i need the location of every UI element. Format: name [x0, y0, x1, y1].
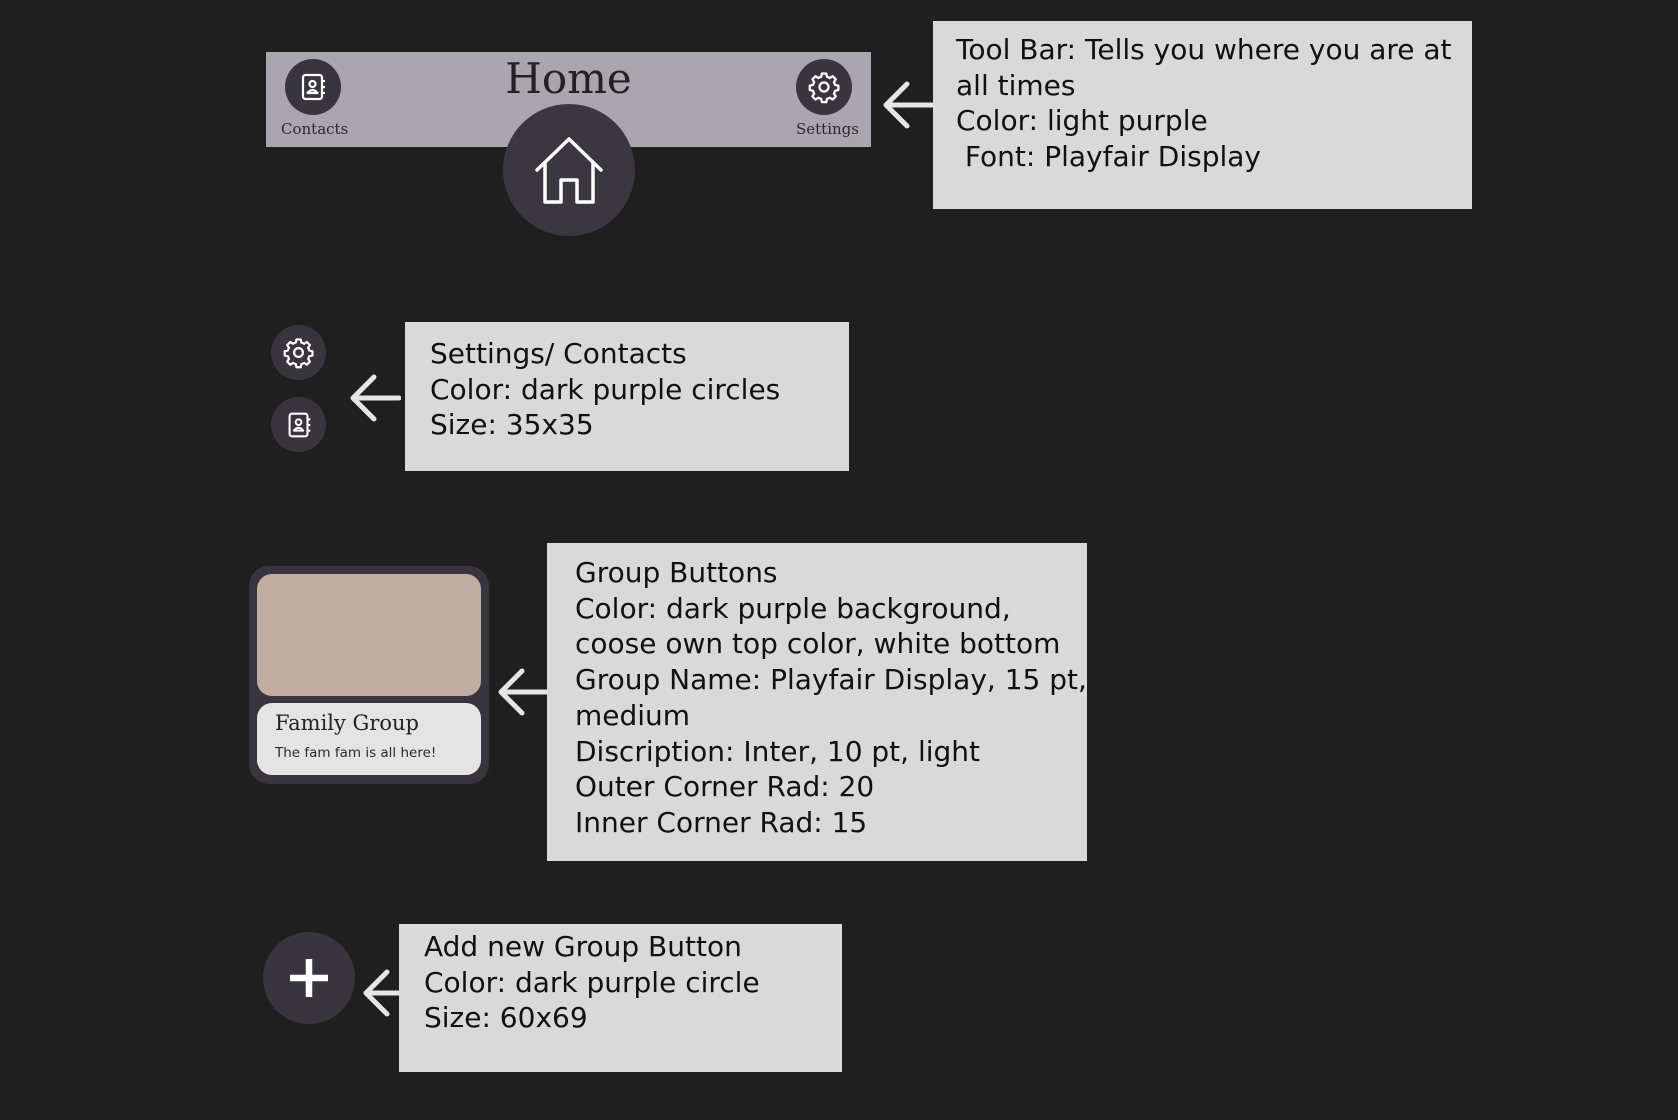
- note-line: Tool Bar: Tells you where you are at: [956, 33, 1452, 66]
- plus-icon: [290, 959, 328, 997]
- note-line: Group Name: Playfair Display, 15 pt,: [575, 663, 1087, 697]
- note-line: Color: dark purple background,: [575, 591, 1011, 625]
- note-line: Size: 35x35: [430, 408, 594, 442]
- note-line: medium: [575, 698, 691, 732]
- note-line: Discription: Inter, 10 pt, light: [575, 734, 981, 768]
- contacts-circle[interactable]: [285, 59, 341, 115]
- contacts-example-button[interactable]: [271, 397, 326, 452]
- gear-icon: [808, 72, 840, 104]
- group-info: Family Group The fam fam is all here!: [257, 703, 481, 775]
- arrow-left-icon: [497, 667, 549, 717]
- settings-contacts-note: Settings/ Contacts Color: dark purple ci…: [405, 322, 849, 471]
- note-line: Settings/ Contacts: [430, 337, 687, 370]
- contact-book-icon: [301, 73, 325, 101]
- home-icon: [535, 137, 603, 204]
- toolbar-title: Home: [505, 54, 632, 103]
- settings-label: Settings: [796, 120, 859, 138]
- arrow-left-icon: [882, 80, 934, 130]
- note-line: Add new Group Button: [424, 930, 742, 963]
- note-line: Color: light purple: [956, 104, 1208, 138]
- note-line: Inner Corner Rad: 15: [575, 805, 868, 839]
- arrow-left-icon: [349, 373, 401, 423]
- toolbar-note: Tool Bar: Tells you where you are at all…: [933, 21, 1472, 209]
- note-line: Color: dark purple circles: [430, 372, 781, 406]
- group-cover: [257, 574, 481, 696]
- group-description: The fam fam is all here!: [275, 745, 437, 761]
- gear-icon: [283, 338, 314, 369]
- home-button[interactable]: [503, 104, 635, 236]
- note-line: Color: dark purple circle: [424, 965, 760, 999]
- group-button[interactable]: Family Group The fam fam is all here!: [249, 566, 489, 784]
- settings-example-button[interactable]: [271, 325, 326, 380]
- contact-book-icon: [288, 412, 310, 437]
- contacts-button[interactable]: [285, 59, 341, 115]
- note-line: coose own top color, white bottom: [575, 627, 1061, 661]
- add-group-button[interactable]: [263, 932, 355, 1024]
- note-line: Outer Corner Rad: 20: [575, 770, 875, 804]
- group-name: Family Group: [275, 711, 419, 735]
- settings-circle[interactable]: [796, 59, 852, 115]
- contacts-label: Contacts: [281, 120, 349, 138]
- group-buttons-note: Group Buttons Color: dark purple backgro…: [547, 543, 1087, 861]
- note-line: all times: [956, 68, 1076, 102]
- settings-button[interactable]: [796, 59, 852, 115]
- note-line: Font: Playfair Display: [956, 140, 1262, 174]
- note-line: Group Buttons: [575, 556, 778, 589]
- add-group-note: Add new Group Button Color: dark purple …: [399, 924, 842, 1072]
- note-line: Size: 60x69: [424, 1001, 588, 1035]
